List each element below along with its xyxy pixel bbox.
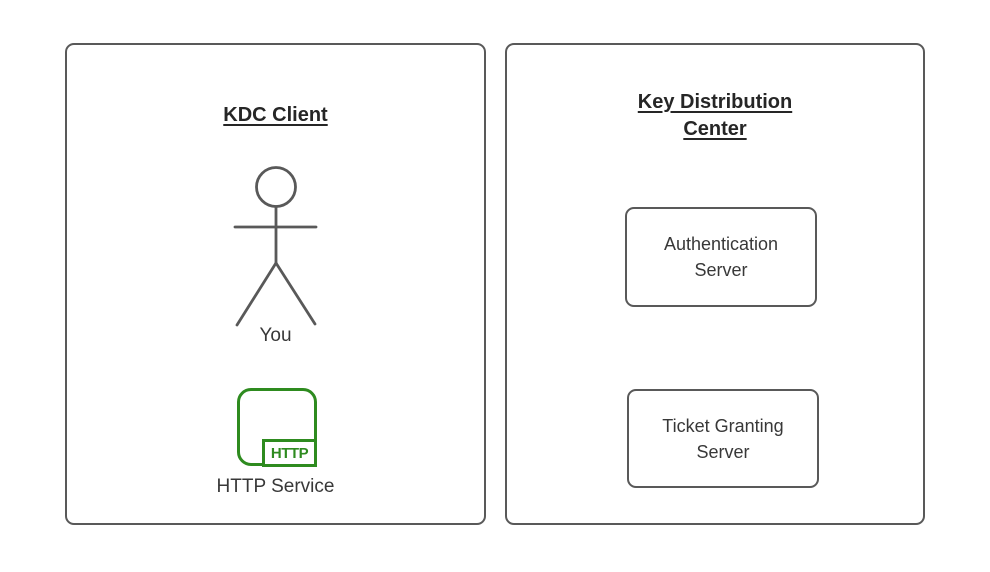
http-service-icon: HTTP <box>237 388 317 467</box>
kdc-title: Key Distribution Center <box>507 89 923 143</box>
person-left-leg <box>235 261 278 327</box>
person-head <box>255 166 297 208</box>
ticket-granting-server-label: Ticket Granting Server <box>662 415 784 462</box>
kdc-client-panel: KDC Client You HTTP HTTP Service <box>65 43 486 525</box>
http-badge: HTTP <box>262 439 317 467</box>
stick-figure-person-icon <box>233 166 318 327</box>
actor-label: You <box>259 325 292 346</box>
key-distribution-center-panel: Key Distribution Center Authentication S… <box>505 43 925 525</box>
kdc-client-title-text: KDC Client <box>223 104 328 126</box>
ticket-granting-server-box: Ticket Granting Server <box>627 389 819 488</box>
kdc-title-text: Key Distribution Center <box>637 91 793 140</box>
kdc-client-title: KDC Client <box>67 102 484 129</box>
person-right-leg <box>274 261 317 326</box>
http-badge-label: HTTP <box>270 444 309 462</box>
authentication-server-label: Authentication Server <box>663 234 779 280</box>
http-service-label: HTTP Service <box>216 476 335 497</box>
authentication-server-box: Authentication Server <box>625 207 817 307</box>
